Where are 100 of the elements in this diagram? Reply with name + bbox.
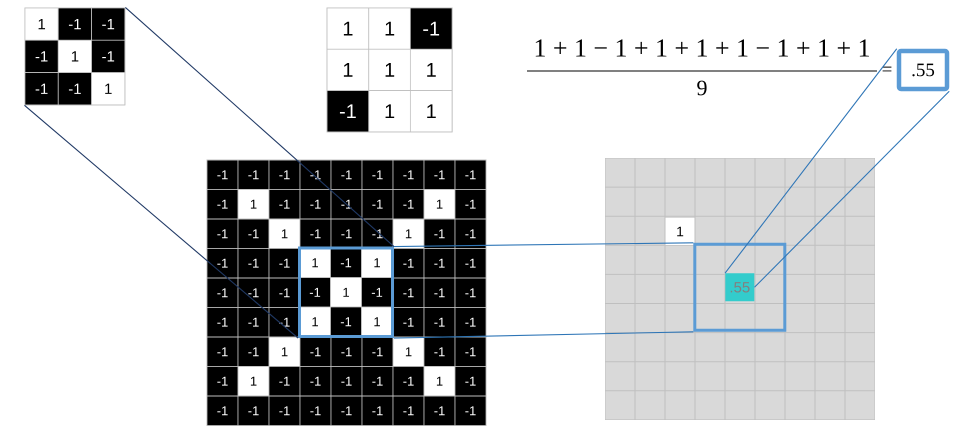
result-box: .55	[896, 48, 950, 92]
grid-cell: -1	[206, 248, 238, 278]
grid-cell: 1	[24, 8, 59, 41]
grid-cell: -1	[300, 366, 332, 396]
grid-cell: -1	[268, 248, 300, 278]
grid-cell: 1	[326, 48, 370, 91]
grid-cell: -1	[268, 278, 300, 308]
grid-cell: -1	[300, 160, 332, 190]
grid-cell: -1	[424, 160, 456, 190]
grid-cell: 1	[330, 277, 362, 308]
grid-cell: -1	[300, 189, 332, 220]
grid-cell: -1	[206, 189, 238, 220]
grid-cell: -1	[454, 278, 486, 308]
grid-cell: -1	[330, 336, 362, 367]
grid-cell: -1	[424, 307, 456, 338]
grid-cell: -1	[410, 8, 452, 50]
grid-cell: -1	[238, 248, 270, 278]
grid-cell: 1	[238, 189, 270, 220]
grid-cell: -1	[300, 218, 332, 249]
leader-line	[394, 331, 694, 339]
grid-cell: -1	[206, 160, 238, 190]
grid-cell: -1	[300, 396, 332, 426]
grid-cell: -1	[238, 307, 270, 338]
grid-cell: -1	[268, 396, 300, 426]
grid-cell: -1	[362, 396, 394, 426]
formula-denominator: 9	[697, 80, 707, 96]
grid-cell: 1	[268, 336, 300, 367]
grid-cell: -1	[206, 396, 238, 426]
grid-cell: 1	[368, 8, 411, 50]
grid-cell: -1	[454, 189, 486, 220]
grid-cell: -1	[326, 90, 370, 132]
grid-cell: -1	[206, 278, 238, 308]
grid-cell: 1	[410, 48, 452, 91]
grid-cell: -1	[424, 218, 456, 249]
leader-line	[24, 104, 298, 338]
grid-cell: 1	[424, 366, 456, 396]
grid-cell: -1	[424, 278, 456, 308]
grid-cell: -1	[330, 366, 362, 396]
grid-cell: -1	[330, 218, 362, 249]
grid-cell: -1	[330, 396, 362, 426]
grid-cell: -1	[206, 366, 238, 396]
grid-cell: -1	[330, 248, 362, 278]
grid-cell: -1	[454, 218, 486, 249]
grid-cell: -1	[206, 218, 238, 249]
grid-cell: -1	[454, 307, 486, 338]
grid-cell: 1	[58, 40, 92, 73]
grid-cell: -1	[238, 336, 270, 367]
grid-cell: -1	[454, 336, 486, 367]
grid-cell: -1	[330, 160, 362, 190]
grid-cell: -1	[362, 336, 394, 367]
grid-cell: 1	[238, 366, 270, 396]
grid-cell: -1	[392, 307, 424, 338]
grid-cell: 1	[361, 248, 393, 278]
grid-cell: -1	[392, 248, 424, 278]
grid-cell: 1	[361, 306, 393, 337]
grid-cell: -1	[362, 160, 394, 190]
grid-cell: 1	[424, 189, 456, 220]
grid-cell: 1	[666, 218, 694, 245]
grid-cell: -1	[91, 8, 126, 41]
grid-cell: 1	[299, 306, 331, 337]
grid-cell: -1	[300, 336, 332, 367]
grid-cell: -1	[238, 160, 270, 190]
grid-cell: -1	[268, 189, 300, 220]
grid-cell: 1	[410, 90, 452, 132]
grid-cell: -1	[24, 72, 59, 106]
grid-cell: -1	[392, 278, 424, 308]
grid-cell: -1	[454, 366, 486, 396]
leader-line	[394, 242, 694, 248]
grid-cell: -1	[268, 160, 300, 190]
leader-line	[724, 48, 898, 274]
leader-line	[125, 7, 394, 247]
grid-cell: -1	[454, 396, 486, 426]
grid-cell: -1	[361, 277, 393, 308]
grid-cell: -1	[392, 396, 424, 426]
grid-cell: 1	[368, 90, 411, 132]
equals-sign: =	[882, 66, 892, 72]
grid-cell: -1	[424, 248, 456, 278]
grid-cell: -1	[24, 40, 59, 73]
grid-cell: -1	[299, 277, 331, 308]
grid-cell: 1	[392, 218, 424, 249]
formula-numerator: 1 + 1 − 1 + 1 + 1 + 1 − 1 + 1 + 1	[536, 39, 869, 57]
grid-cell: -1	[268, 366, 300, 396]
grid-cell: 1	[368, 48, 411, 91]
grid-cell: -1	[392, 366, 424, 396]
grid-cell: -1	[392, 189, 424, 220]
grid-cell: -1	[454, 248, 486, 278]
grid-cell: -1	[58, 72, 92, 106]
grid-cell: -1	[362, 366, 394, 396]
grid-cell: -1	[238, 218, 270, 249]
grid-cell: -1	[206, 307, 238, 338]
leader-line	[754, 90, 950, 288]
grid-cell: -1	[330, 306, 362, 337]
grid-cell: 1	[91, 72, 126, 106]
grid-cell: -1	[238, 278, 270, 308]
grid-cell: -1	[91, 40, 126, 73]
result-cell: .55	[725, 273, 754, 302]
grid-cell: 1	[392, 336, 424, 367]
grid-cell: 1	[268, 218, 300, 249]
grid-cell: -1	[58, 8, 92, 41]
grid-cell: -1	[392, 160, 424, 190]
